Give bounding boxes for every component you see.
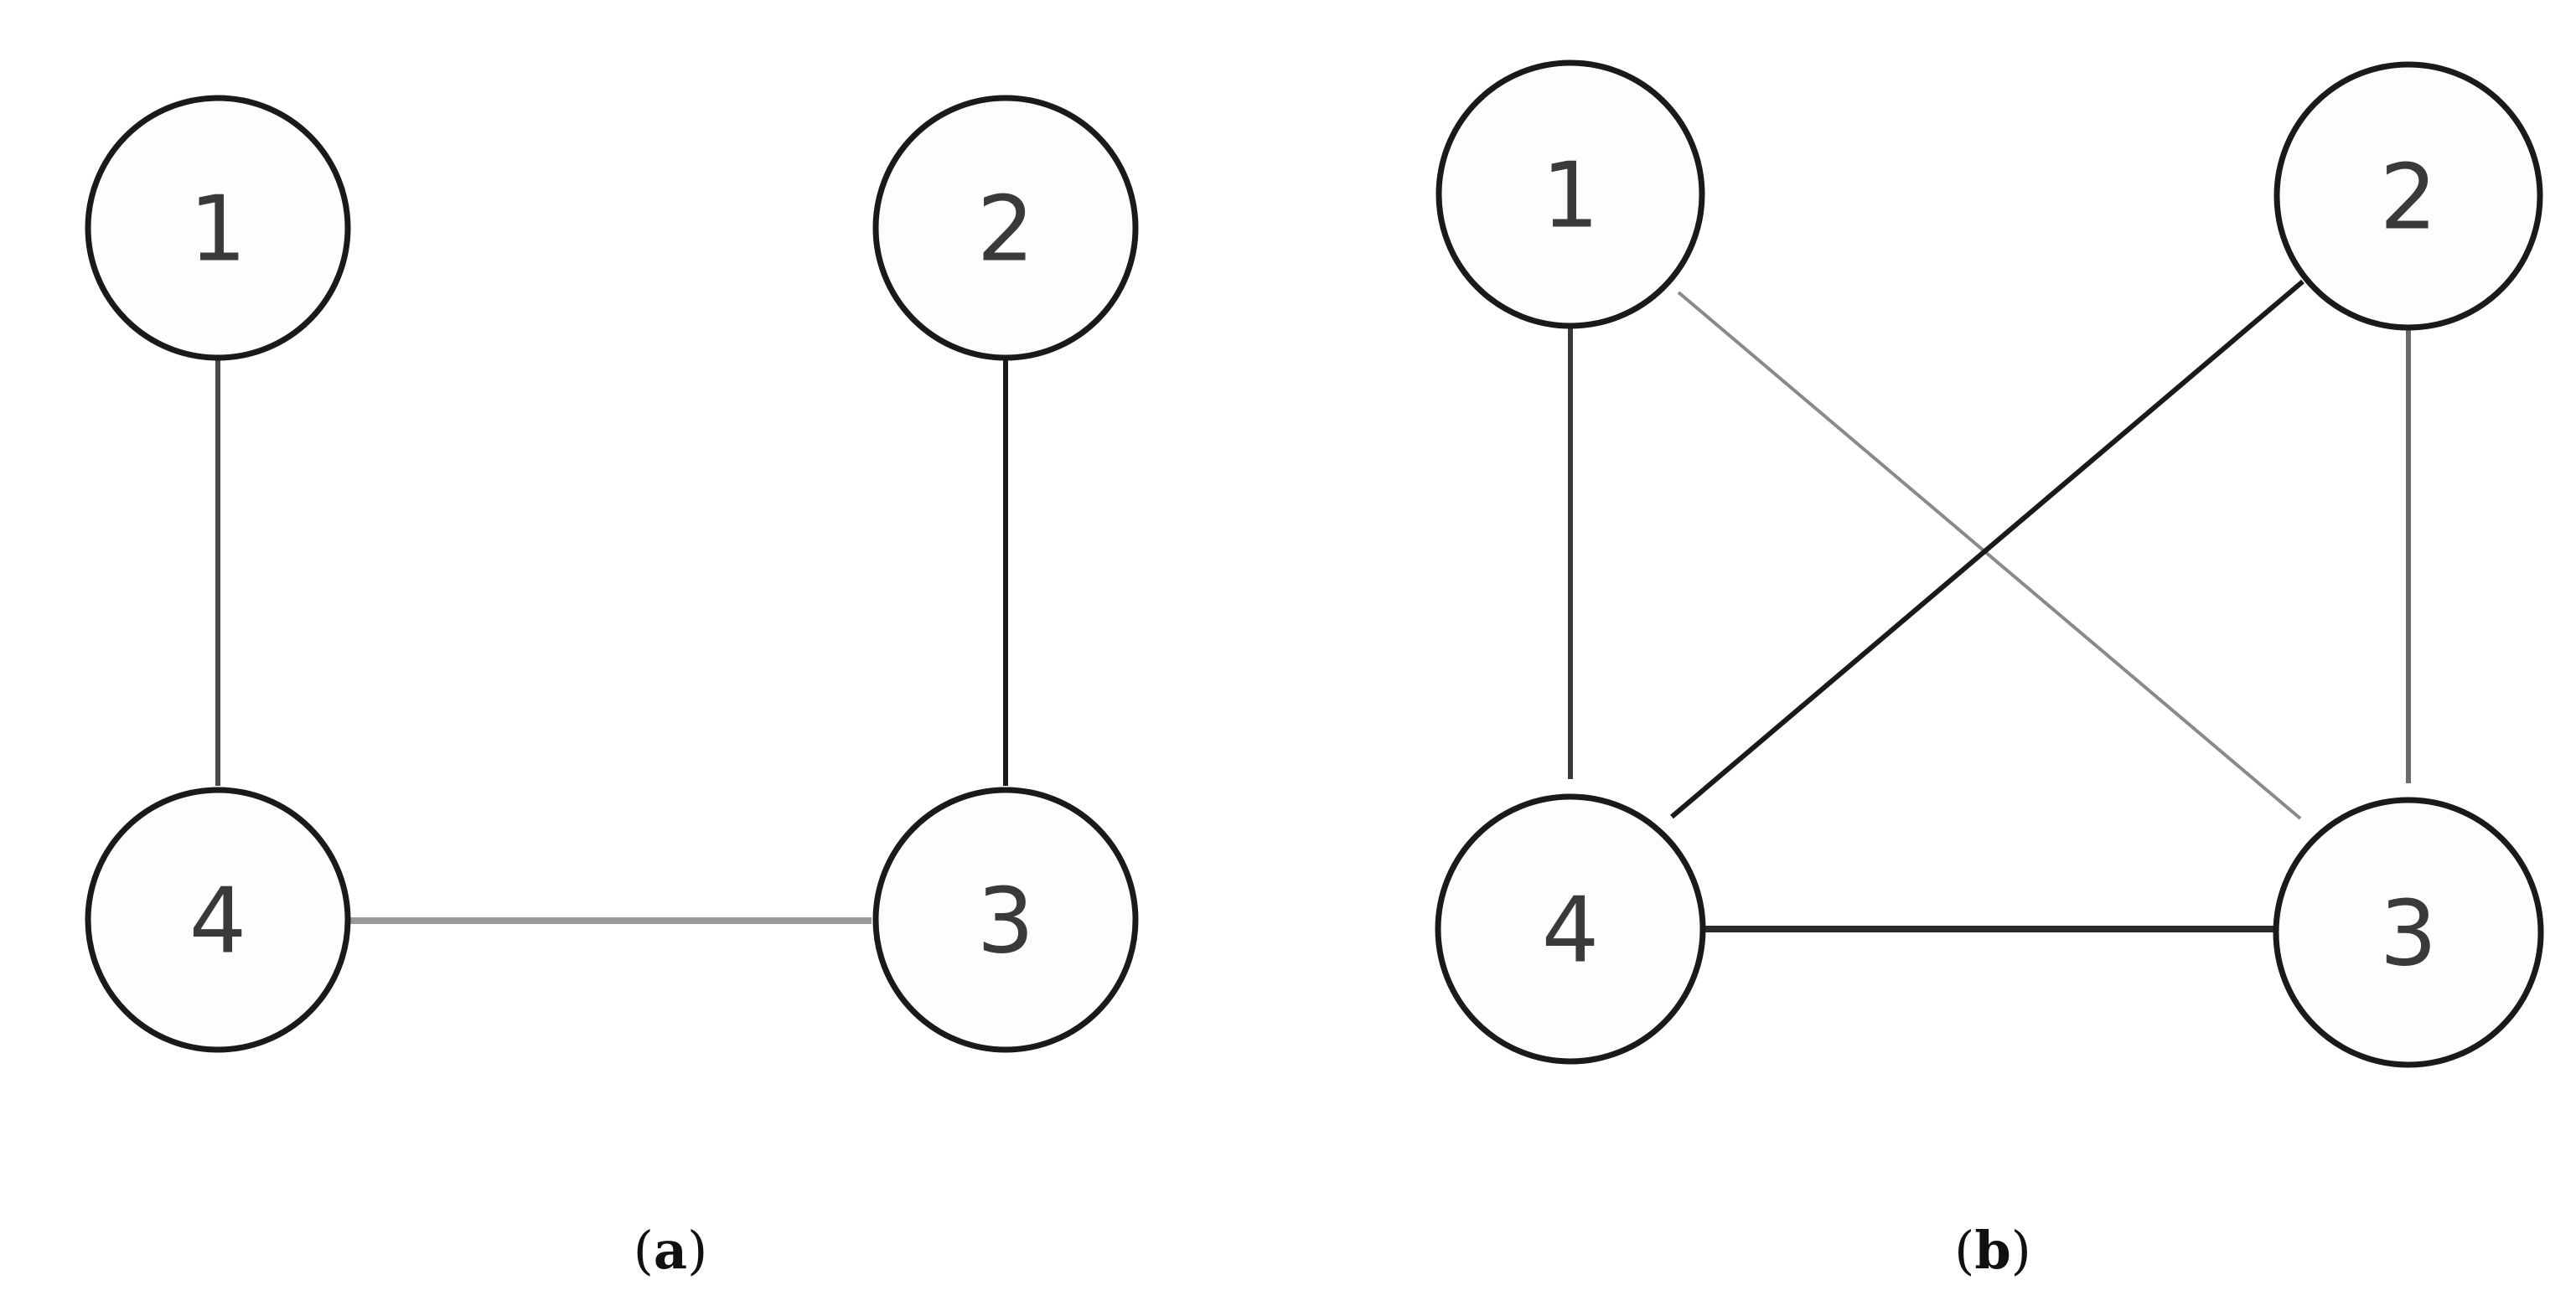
- panel-b-edges: [1568, 279, 2411, 932]
- panel-b: 1 2 3 4 (b): [1435, 59, 2544, 1281]
- node-4: 4: [85, 787, 351, 1053]
- node-1: 1: [1435, 59, 1705, 329]
- node-label: 4: [189, 870, 247, 974]
- panel-b-caption: (b): [1954, 1220, 2031, 1281]
- panel-b-nodes: 1 2 3 4: [1435, 59, 2544, 1068]
- node-label: 2: [2380, 146, 2438, 250]
- panel-a: 1 2 3 4 (a): [85, 95, 1139, 1281]
- edge-1-3: [1677, 291, 2302, 820]
- node-3: 3: [872, 787, 1139, 1053]
- node-label: 1: [189, 178, 247, 282]
- node-3: 3: [2273, 797, 2544, 1068]
- node-2: 2: [2273, 61, 2543, 331]
- node-4: 4: [1435, 793, 1706, 1065]
- edge-2-4: [1670, 279, 2304, 819]
- node-label: 2: [977, 178, 1035, 282]
- panel-a-nodes: 1 2 3 4: [85, 95, 1139, 1053]
- node-2: 2: [872, 95, 1139, 361]
- panel-a-caption: (a): [634, 1220, 708, 1281]
- node-label: 3: [977, 870, 1035, 974]
- node-label: 1: [1542, 144, 1600, 249]
- node-label: 3: [2380, 882, 2438, 987]
- node-label: 4: [1542, 879, 1600, 983]
- panel-a-edges: [215, 359, 1008, 924]
- node-1: 1: [85, 95, 351, 361]
